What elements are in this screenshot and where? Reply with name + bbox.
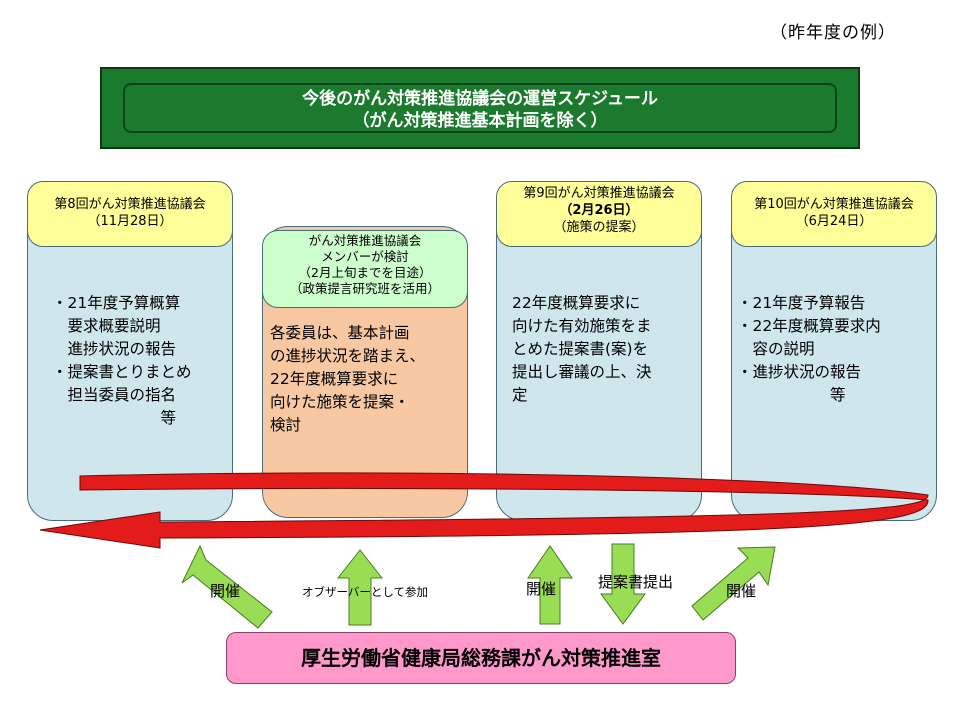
agenda-line: 担当委員の指名: [52, 386, 177, 404]
member-review-subtitle: メンバーが検討: [321, 249, 409, 264]
arrow-down-proposal: [600, 543, 646, 625]
meeting-8-title: 第8回がん対策推進協議会: [54, 197, 206, 212]
body-line: とめた提案書(案)を: [512, 340, 649, 358]
meeting-10-date: （6月24日）: [795, 214, 873, 229]
fiscal-year-note: （昨年度の例）: [770, 23, 896, 43]
agenda-line: 等: [737, 386, 846, 404]
label-hold-meeting-9: 開催: [526, 580, 557, 598]
title-line-1: 今後のがん対策推進協議会の運営スケジュール: [302, 89, 658, 109]
arrow-up-right: [691, 546, 776, 621]
body-line: 各委員は、基本計画: [270, 324, 410, 342]
meeting-9-date: （2月26日）: [559, 203, 639, 218]
label-hold-meeting-10: 開催: [726, 582, 757, 600]
meeting-9-title: 第9回がん対策推進協議会: [523, 186, 675, 201]
meeting-8-agenda: ・21年度予算概算 要求概要説明 進捗状況の報告 ・提案書とりまとめ 担当委員の…: [52, 292, 224, 430]
agenda-line: 等: [52, 409, 177, 427]
agenda-line: ・21年度予算概算: [52, 294, 181, 312]
label-hold-meeting-8: 開催: [210, 582, 241, 600]
body-line: 22年度概算要求に: [270, 370, 399, 388]
agenda-line: ・提案書とりまとめ: [52, 363, 192, 381]
arrow-up-meeting-9: [527, 545, 573, 625]
cycle-arrow: [39, 472, 929, 549]
agenda-line: 進捗状況の報告: [52, 340, 177, 358]
label-proposal-submission: 提案書提出: [598, 573, 674, 591]
body-line: 22年度概算要求に: [512, 294, 641, 312]
title-line-2: （がん対策推進基本計画を除く）: [352, 111, 608, 131]
meeting-8-date: （11月28日）: [87, 214, 173, 229]
body-line: 検討: [270, 416, 302, 434]
meeting-10-header: 第10回がん対策推進協議会 （6月24日）: [731, 181, 937, 247]
title-panel: 今後のがん対策推進協議会の運営スケジュール （がん対策推進基本計画を除く）: [123, 83, 837, 133]
arrow-up-left: [181, 544, 273, 629]
agenda-line: ・21年度予算報告: [737, 294, 866, 312]
body-line: 定: [512, 386, 528, 404]
member-review-support: （政策提言研究班を活用）: [289, 281, 440, 296]
agenda-line: 容の説明: [737, 340, 815, 358]
body-line: 提出し審議の上、決: [512, 363, 652, 381]
member-review-header: がん対策推進協議会 メンバーが検討 （2月上旬までを目途） （政策提言研究班を活…: [262, 230, 468, 308]
member-review-deadline: （2月上旬までを目途）: [298, 265, 432, 280]
body-line: 向けた施策を提案・: [270, 393, 410, 411]
meeting-9-header: 第9回がん対策推進協議会 （2月26日） （施策の提案）: [496, 181, 702, 247]
meeting-10-title: 第10回がん対策推進協議会: [754, 197, 914, 212]
cancer-control-office-box: 厚生労働省健康局総務課がん対策推進室: [226, 632, 736, 684]
label-observer: オブザーバーとして参加: [302, 585, 429, 599]
meeting-10-agenda: ・21年度予算報告 ・22年度概算要求内 容の説明 ・進捗状況の報告 等: [737, 292, 931, 407]
agenda-line: ・22年度概算要求内: [737, 317, 881, 335]
body-line: 向けた有効施策をま: [512, 317, 652, 335]
meeting-9-topic: （施策の提案）: [553, 220, 645, 235]
agenda-line: 要求概要説明: [52, 317, 161, 335]
body-line: の進捗状況を踏まえ、: [270, 347, 426, 365]
member-review-title: がん対策推進協議会: [308, 233, 422, 248]
member-review-body: 各委員は、基本計画 の進捗状況を踏まえ、 22年度概算要求に 向けた施策を提案・…: [270, 322, 466, 437]
meeting-9-body: 22年度概算要求に 向けた有効施策をま とめた提案書(案)を 提出し審議の上、決…: [512, 292, 698, 407]
agenda-line: ・進捗状況の報告: [737, 363, 862, 381]
arrow-up-observer: [336, 549, 384, 626]
meeting-8-header: 第8回がん対策推進協議会 （11月28日）: [27, 181, 233, 247]
